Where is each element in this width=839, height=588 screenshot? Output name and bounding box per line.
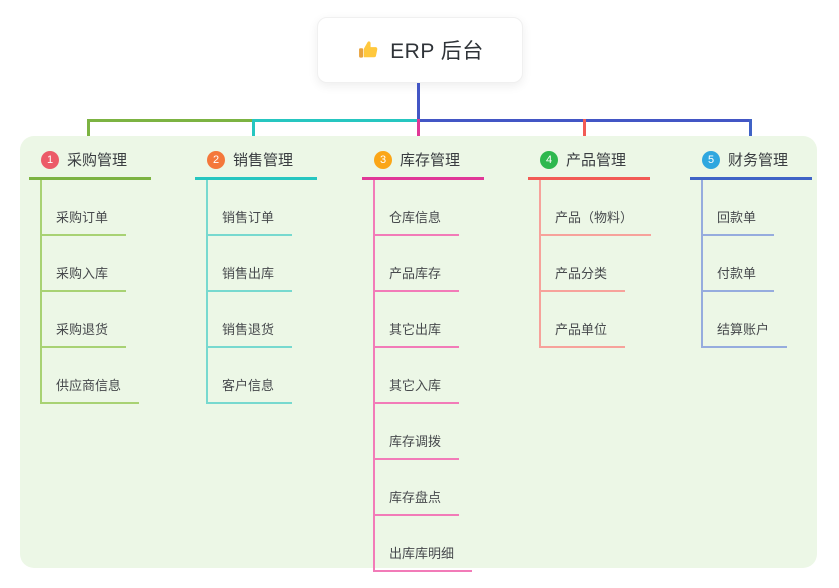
root-title: ERP 后台 [390, 40, 484, 63]
branch-1: 1 采购管理采购订单采购入库采购退货供应商信息 [29, 146, 152, 404]
branch-1-children: 采购订单采购入库采购退货供应商信息 [40, 180, 140, 404]
branches-panel: 1 采购管理采购订单采购入库采购退货供应商信息 2 销售管理销售订单销售出库销售退货客… [20, 136, 817, 572]
branch-item[interactable]: 采购入库 [42, 236, 127, 292]
branch-item[interactable]: 采购订单 [42, 180, 127, 236]
connector-root-line [417, 83, 420, 120]
connector-horizontal-left [87, 119, 254, 122]
branch-number-badge: 3 [374, 150, 392, 169]
branch-item[interactable]: 供应商信息 [42, 348, 140, 404]
branch-item[interactable]: 结算账户 [703, 292, 788, 348]
branch-item[interactable]: 出库库明细 [375, 516, 473, 572]
branch-item[interactable]: 仓库信息 [375, 180, 460, 236]
branch-item[interactable]: 销售退货 [208, 292, 293, 348]
branch-number-badge: 2 [207, 150, 225, 169]
branch-3-header[interactable]: 3 库存管理 [362, 146, 485, 180]
branch-5-header[interactable]: 5 财务管理 [690, 146, 813, 180]
branch-1-header[interactable]: 1 采购管理 [29, 146, 152, 180]
branch-2-header[interactable]: 2 销售管理 [195, 146, 318, 180]
branch-item[interactable]: 产品库存 [375, 236, 460, 292]
root-node[interactable]: ERP 后台 [317, 17, 523, 83]
thumbs-up-icon [356, 39, 379, 62]
branch-title: 库存管理 [400, 152, 461, 169]
connector-drop-3 [417, 119, 420, 150]
branch-3-children: 仓库信息产品库存其它出库其它入库库存调拨库存盘点出库库明细 [373, 180, 473, 572]
branch-4-header[interactable]: 4 产品管理 [528, 146, 651, 180]
branch-5-children: 回款单付款单结算账户 [701, 180, 788, 348]
branch-4-children: 产品（物料）产品分类产品单位 [539, 180, 652, 348]
branch-item[interactable]: 付款单 [703, 236, 775, 292]
branch-title: 销售管理 [233, 152, 294, 169]
branch-item[interactable]: 其它出库 [375, 292, 460, 348]
connector-drop-2 [252, 119, 255, 150]
branch-title: 产品管理 [566, 152, 627, 169]
branch-item[interactable]: 产品分类 [541, 236, 626, 292]
branch-2-children: 销售订单销售出库销售退货客户信息 [206, 180, 293, 404]
branch-item[interactable]: 产品（物料） [541, 180, 652, 236]
branch-3: 3 库存管理仓库信息产品库存其它出库其它入库库存调拨库存盘点出库库明细 [362, 146, 485, 572]
branch-item[interactable]: 销售订单 [208, 180, 293, 236]
branch-title: 财务管理 [728, 152, 789, 169]
branch-item[interactable]: 库存调拨 [375, 404, 460, 460]
branch-4: 4 产品管理产品（物料）产品分类产品单位 [528, 146, 652, 348]
branch-item[interactable]: 采购退货 [42, 292, 127, 348]
branch-title: 采购管理 [67, 152, 128, 169]
connector-drop-4 [583, 119, 586, 150]
connector-drop-1 [87, 119, 90, 150]
branch-item[interactable]: 库存盘点 [375, 460, 460, 516]
connector-horizontal-mid [252, 119, 419, 122]
branch-item[interactable]: 回款单 [703, 180, 775, 236]
branch-number-badge: 1 [41, 150, 59, 169]
branch-number-badge: 5 [702, 150, 720, 169]
branch-item[interactable]: 其它入库 [375, 348, 460, 404]
branch-2: 2 销售管理销售订单销售出库销售退货客户信息 [195, 146, 318, 404]
branch-item[interactable]: 销售出库 [208, 236, 293, 292]
branch-5: 5 财务管理回款单付款单结算账户 [690, 146, 813, 348]
connector-drop-5 [749, 119, 752, 150]
branch-item[interactable]: 产品单位 [541, 292, 626, 348]
branch-item[interactable]: 客户信息 [208, 348, 293, 404]
branch-number-badge: 4 [540, 150, 558, 169]
